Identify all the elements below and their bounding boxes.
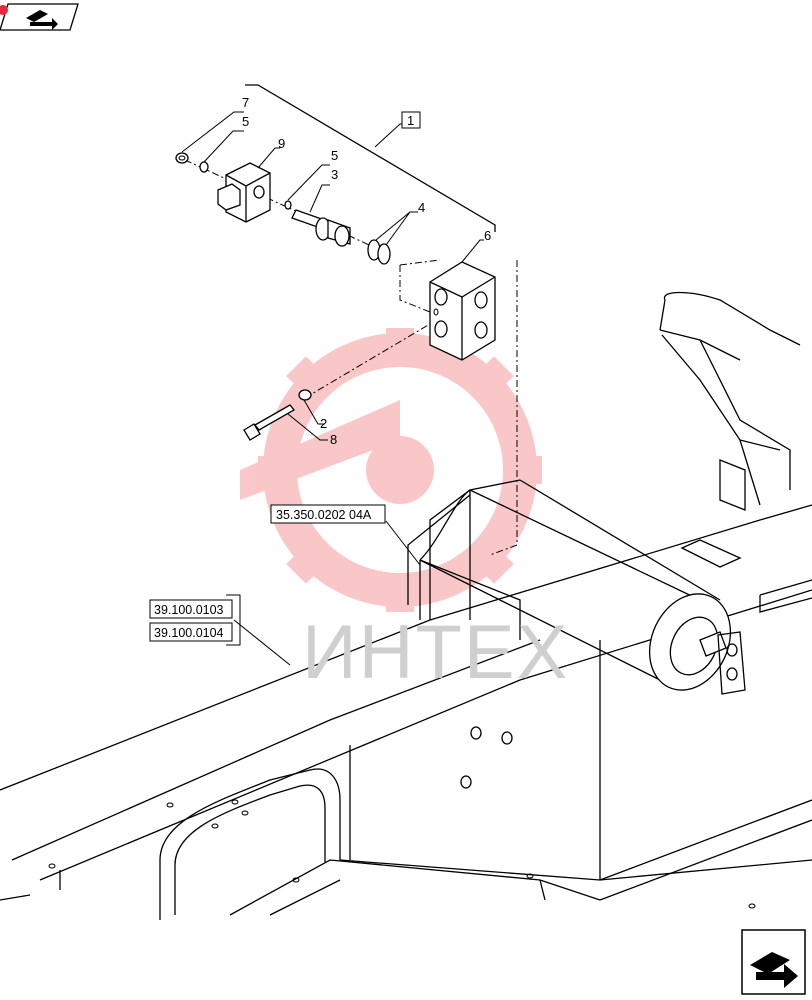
book-arrow-icon[interactable] xyxy=(0,3,79,31)
ref-39-100-0104[interactable]: 39.100.0104 xyxy=(154,626,224,640)
reference-labels[interactable]: 35.350.0202 04A 39.100.0103 39.100.0104 xyxy=(149,504,386,646)
next-page-arrow-icon[interactable] xyxy=(741,929,806,995)
arm-bracket xyxy=(659,291,812,613)
callout-box-1 xyxy=(401,111,421,129)
callout-1: 1 xyxy=(407,113,414,128)
watermark-logo xyxy=(240,328,542,612)
ref-box-39-100-0103[interactable] xyxy=(149,599,233,619)
leader-lines xyxy=(181,111,484,666)
ref-box-39-100-0104[interactable] xyxy=(149,622,233,642)
watermark-text: ИНТЕХ xyxy=(302,610,569,695)
ref-box-35-350[interactable] xyxy=(270,504,386,524)
callouts: 1 2 3 4 5 5 6 7 8 9 xyxy=(242,95,491,447)
frame-structure xyxy=(0,479,812,920)
valve-assembly xyxy=(175,84,518,556)
callout-5b: 5 xyxy=(331,148,338,163)
callout-6: 6 xyxy=(484,228,491,243)
callout-2: 2 xyxy=(320,416,327,431)
cylinder xyxy=(419,489,746,695)
callout-3: 3 xyxy=(331,167,338,182)
callout-8: 8 xyxy=(330,432,337,447)
callout-9: 9 xyxy=(278,136,285,151)
ref-39-100-0103[interactable]: 39.100.0103 xyxy=(154,603,224,617)
callout-7: 7 xyxy=(242,95,249,110)
ref-35-350-0202-04a[interactable]: 35.350.0202 04A xyxy=(276,508,372,522)
callout-5a: 5 xyxy=(242,114,249,129)
callout-4: 4 xyxy=(418,200,425,215)
